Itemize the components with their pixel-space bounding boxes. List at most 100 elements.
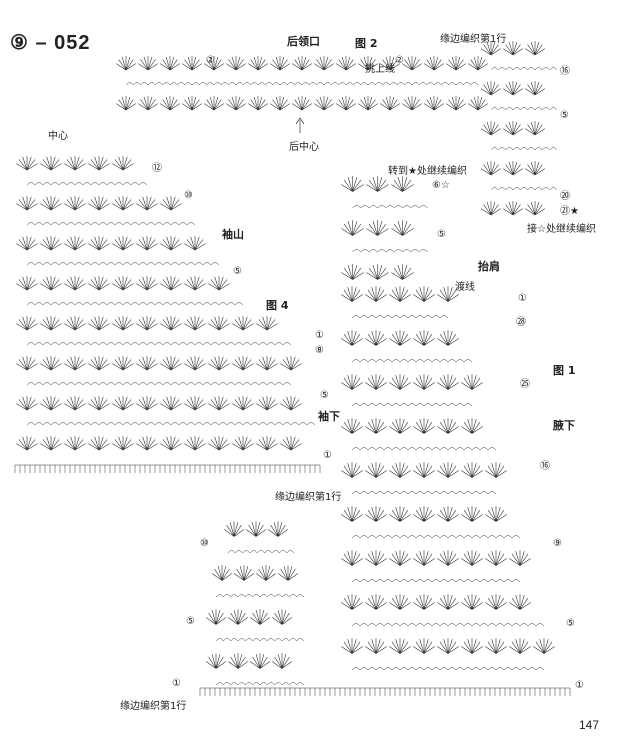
fig4-edge-row-label: 缘边编织第1行 (275, 492, 342, 503)
chain-loop-mark (122, 422, 148, 426)
fan-stitch-mark (226, 96, 246, 111)
chain-loop-mark (367, 82, 391, 86)
chain-loop-mark (399, 403, 425, 407)
fan-stitch-mark (341, 418, 363, 434)
fan-stitch-mark (256, 565, 276, 581)
chain-loop-mark (375, 579, 401, 583)
fan-stitch-mark (136, 316, 158, 331)
fan-stitch-mark (365, 418, 387, 434)
fan-stitch-mark (136, 356, 158, 371)
fan-stitch-mark (256, 396, 278, 411)
fan-stitch-mark (461, 374, 483, 390)
fan-stitch-mark (88, 276, 110, 291)
chain-loop-mark (455, 82, 479, 86)
chain-loop-mark (98, 382, 124, 386)
fan-stitch-mark (112, 316, 134, 331)
fan-stitch-mark (365, 330, 387, 346)
fan-stitch-mark (16, 236, 38, 251)
chain-loop-mark (351, 447, 377, 451)
chain-loop-mark (490, 107, 514, 111)
fan-stitch-mark (503, 121, 523, 136)
fan-stitch-mark (272, 653, 292, 669)
fan-stitch-mark (389, 594, 411, 610)
chain-loop-mark (50, 302, 76, 306)
chain-loop-mark (423, 359, 449, 363)
fan-stitch-mark (136, 396, 158, 411)
fan-stitch-mark (485, 462, 507, 478)
fan-stitch-mark (112, 196, 134, 211)
chain-loop-mark (242, 382, 268, 386)
fan-stitch-mark (509, 594, 531, 610)
chain-loop-mark (74, 262, 100, 266)
fan-stitch-mark (481, 201, 501, 216)
fan-stitch-mark (112, 436, 134, 451)
chain-loop-mark (447, 403, 473, 407)
fig4-center-label: 中心 (48, 131, 68, 142)
fan-stitch-mark (380, 56, 400, 71)
fan-stitch-mark (64, 156, 86, 171)
fan-stitch-mark (16, 316, 38, 331)
fan-stitch-mark (184, 356, 206, 371)
fan-stitch-mark (280, 436, 302, 451)
fan-stitch-mark (88, 396, 110, 411)
chain-loop-mark (290, 422, 316, 426)
fan-stitch-mark (160, 436, 182, 451)
chain-loop-mark (218, 302, 244, 306)
fan-stitch-mark (208, 316, 230, 331)
chain-loop-mark (26, 342, 52, 346)
fan-stitch-mark (88, 196, 110, 211)
fan-stitch-mark (485, 594, 507, 610)
fan-stitch-mark (136, 236, 158, 251)
fan-stitch-mark (461, 418, 483, 434)
chain-loop-mark (259, 638, 283, 642)
fan-stitch-mark (136, 436, 158, 451)
chain-loop-mark (170, 302, 196, 306)
fan-stitch-mark (250, 609, 270, 625)
fan-stitch-mark (358, 96, 378, 111)
fan-stitch-mark (234, 565, 254, 581)
fig1-label: 图 1 (553, 364, 576, 377)
chain-loop-mark (259, 682, 283, 686)
fig4-sleeve-cap-label: 袖山 (222, 228, 244, 241)
chain-loop-mark (235, 82, 259, 86)
fan-stitch-mark (365, 506, 387, 522)
fan-stitch-mark (160, 276, 182, 291)
fan-stitch-mark (16, 356, 38, 371)
chain-loop-mark (423, 315, 449, 319)
fan-stitch-mark (389, 330, 411, 346)
chain-loop-mark (74, 382, 100, 386)
fan-stitch-mark (509, 638, 531, 654)
fan-stitch-mark (389, 418, 411, 434)
fan-stitch-mark (40, 436, 62, 451)
fan-stitch-mark (437, 374, 459, 390)
fan-stitch-mark (204, 96, 224, 111)
fan-stitch-mark (248, 56, 268, 71)
chain-loop-mark (194, 382, 220, 386)
chain-loop-mark (279, 82, 303, 86)
fan-stitch-mark (461, 638, 483, 654)
fig2-continue-label: 接☆处继续编织 (527, 224, 596, 235)
fan-stitch-mark (533, 638, 555, 654)
chain-loop-mark (218, 382, 244, 386)
fan-stitch-mark (402, 96, 422, 111)
chain-loop-mark (423, 579, 449, 583)
fan-stitch-mark (232, 356, 254, 371)
chain-loop-mark (377, 205, 403, 209)
fan-stitch-mark (268, 521, 288, 537)
chain-loop-mark (519, 623, 545, 627)
fan-stitch-mark (88, 356, 110, 371)
fig2-row-2-left: ② (206, 55, 215, 66)
pattern-title: ⑨ – 052 (10, 32, 91, 54)
fan-stitch-mark (292, 56, 312, 71)
fig2-row-2-right: ② (395, 55, 404, 66)
fan-stitch-mark (437, 550, 459, 566)
chain-loop-mark (471, 579, 497, 583)
fan-stitch-mark (280, 356, 302, 371)
fan-stitch-mark (112, 276, 134, 291)
fan-stitch-mark (461, 462, 483, 478)
fan-stitch-mark (365, 462, 387, 478)
fan-stitch-mark (40, 356, 62, 371)
chain-loop-mark (301, 82, 325, 86)
fan-stitch-mark (485, 638, 507, 654)
